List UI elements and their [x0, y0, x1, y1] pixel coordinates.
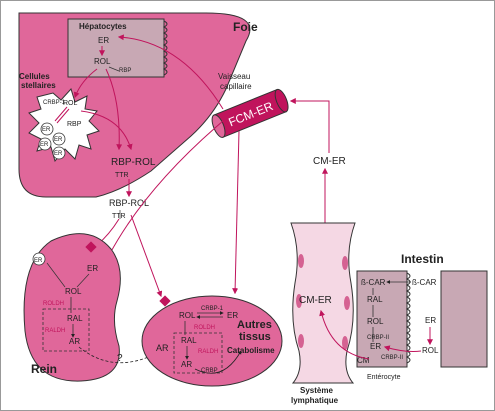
lymphatic-label-1: Système [300, 386, 333, 395]
ttr-label-2: TTR [112, 213, 126, 220]
catabolism-label: Catabolisme [227, 346, 275, 355]
stellate-label-1: Cellules [19, 72, 50, 81]
lumen-rol-uptake-arrow [383, 345, 422, 352]
kidney-rol: ROL [65, 287, 82, 296]
intestine-label: Intestin [401, 252, 444, 266]
rbp-rol-label-2: RBP-ROL [109, 198, 149, 208]
kidney-organ [23, 233, 121, 382]
vessel-to-kidney-arrow [104, 120, 224, 265]
lymphatic-label-2: lymphatique [291, 396, 339, 405]
cm-er-to-vessel-arrow [289, 98, 330, 153]
stellate-rol: ROL [63, 100, 78, 107]
stellate-er-droplets [38, 122, 66, 160]
kidney-label: Rein [31, 362, 57, 376]
stellate-rol-er-link [54, 106, 68, 122]
tissues-label-1: Autres [237, 319, 272, 331]
tissues-raldh: RALDH [198, 349, 218, 355]
hepatocyte-cell [67, 18, 168, 78]
rol-to-stellate-arrow [73, 68, 98, 99]
tissues-roldh: ROLDH [194, 325, 215, 331]
kidney-raldh: RALDH [45, 328, 65, 334]
tissues-metab-box [173, 332, 223, 374]
tissues-rol: ROL [179, 311, 196, 320]
question-mark: ? [117, 353, 123, 364]
stellate-to-rbp-arrow [80, 110, 133, 151]
cm-to-lymph-arrow [319, 309, 370, 360]
tissues-crbp: CRBP [201, 368, 218, 374]
enterocyte-label: Entérocyte [367, 374, 401, 381]
tissues-er: ER [227, 311, 238, 320]
droplet-er-3: ER [54, 137, 63, 143]
stellate-rbp: RBP [67, 121, 82, 128]
vessel-to-hepatocyte-arrow [117, 34, 224, 110]
droplet-er-4: ER [54, 151, 63, 157]
lymphatic-vessel [290, 222, 356, 384]
other-tissues-organ [141, 295, 283, 387]
kidney-to-tissue-ar-arrow [78, 346, 152, 364]
rbp-rol-to-tissues-arrow [130, 214, 163, 298]
stellate-label-2: stellaires [21, 81, 56, 90]
kidney-ral: RAL [67, 314, 83, 323]
lumen-rol: ROL [422, 346, 439, 355]
intestine-crbp2-1: CRBP-II [367, 335, 389, 341]
intestine-cm: CM [357, 356, 370, 365]
intestine-bcar-out: ß-CAR [412, 278, 437, 287]
intestine-crbp2-2: CRBP-II [381, 355, 403, 361]
hepatocyte-er: ER [98, 36, 109, 45]
tissues-crbp1: CRBP-1 [201, 306, 224, 312]
kidney-ar: AR [69, 337, 80, 346]
enterocyte-cell [356, 270, 488, 368]
kidney-droplet-er: ER [34, 258, 43, 264]
lumen-er: ER [425, 316, 436, 325]
hepatocyte-rol: ROL [94, 57, 111, 66]
tissue-ar-external: AR [156, 343, 169, 353]
hepatocyte-rbp: RBP [119, 68, 131, 74]
ttr-label-1: TTR [115, 172, 129, 179]
tissues-ral: RAL [181, 336, 197, 345]
tissues-ar-catabolism-arrow [194, 350, 242, 374]
rbp-rol-label-1: RBP-ROL [111, 157, 156, 168]
hep-rol-to-rbp-arrow [105, 68, 123, 151]
lymph-cm-er-label: CM-ER [299, 295, 332, 306]
stellate-crbp1: CRBP-1 [43, 100, 66, 106]
kidney-roldh: ROLDH [43, 301, 64, 307]
hepatocytes-label: Hépatocytes [79, 22, 127, 31]
kidney-er: ER [87, 264, 98, 273]
kidney-er-rol-link [76, 273, 90, 288]
vessel-to-tissues-arrow [232, 130, 240, 295]
intestine-er: ER [370, 342, 381, 351]
rbp-link [108, 66, 120, 72]
droplet-er-2: ER [40, 142, 49, 148]
intestine-rol: ROL [367, 317, 384, 326]
vessel-label-2: capillaire [220, 82, 252, 91]
tissues-ar: AR [181, 360, 192, 369]
tissues-label-2: tissus [239, 331, 271, 343]
kidney-er-droplet [32, 252, 46, 266]
stellate-er-rol-link [56, 108, 70, 124]
intestine-bcar-in: ß-CAR [361, 278, 386, 287]
cm-er-top-label: CM-ER [313, 156, 346, 167]
tissues-receptor [159, 295, 171, 307]
kidney-er-link [46, 262, 66, 288]
liver-label: Foie [233, 20, 258, 34]
droplet-er-1: ER [42, 127, 51, 133]
intestine-ral: RAL [367, 295, 383, 304]
kidney-metab-box [42, 308, 90, 352]
vessel-label-1: Vaisseau [218, 72, 250, 81]
